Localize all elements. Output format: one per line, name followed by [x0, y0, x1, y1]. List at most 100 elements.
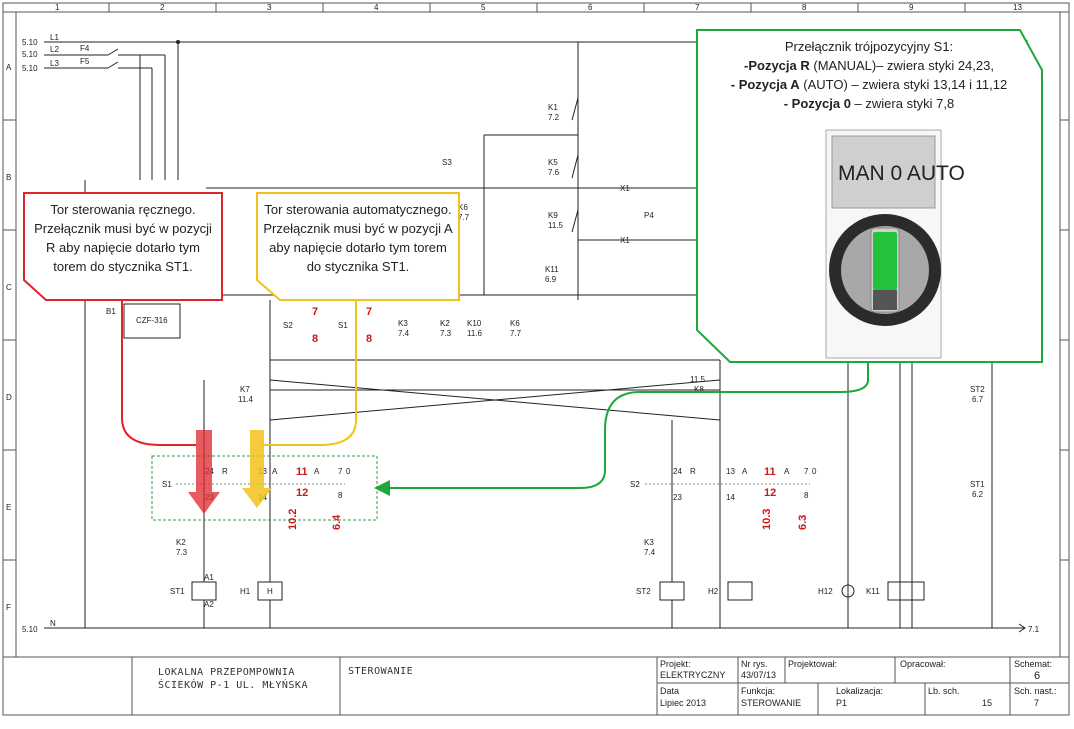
svg-text:L1: L1 — [50, 33, 59, 42]
auto-callout-box — [256, 192, 460, 301]
svg-text:0: 0 — [812, 467, 817, 476]
info-callout-text: Przełącznik trójpozycyjny S1: -Pozycja R… — [708, 37, 1030, 113]
svg-text:A: A — [742, 467, 748, 476]
svg-text:12: 12 — [764, 487, 776, 499]
svg-text:7: 7 — [804, 467, 809, 476]
col-9: 9 — [909, 3, 914, 12]
svg-text:11.6: 11.6 — [467, 329, 483, 338]
svg-text:K10: K10 — [467, 319, 482, 328]
row-b: B — [6, 173, 11, 182]
svg-text:11.5: 11.5 — [548, 221, 564, 230]
nast-value: 7 — [1034, 698, 1040, 708]
svg-text:S3: S3 — [442, 158, 452, 167]
svg-text:7: 7 — [312, 306, 318, 318]
svg-text:H2: H2 — [708, 587, 719, 596]
svg-text:7: 7 — [366, 306, 372, 318]
info-pointer-line — [374, 362, 869, 496]
svg-text:K1: K1 — [548, 103, 558, 112]
col-13: 13 — [1013, 3, 1022, 12]
funkcja-label: Funkcja: — [741, 686, 776, 696]
projekt-label: Projekt: — [660, 659, 691, 669]
svg-text:7: 7 — [338, 467, 343, 476]
lokalizacja-label: Lokalizacja: — [836, 686, 884, 696]
svg-text:S1: S1 — [338, 321, 348, 330]
svg-text:7.4: 7.4 — [398, 329, 410, 338]
projektowal-label: Projektował: — [788, 659, 838, 669]
svg-text:11.5: 11.5 — [690, 375, 706, 384]
svg-text:0: 0 — [346, 467, 351, 476]
svg-text:7.7: 7.7 — [458, 213, 470, 222]
svg-text:6.9: 6.9 — [545, 275, 557, 284]
svg-text:R: R — [222, 467, 228, 476]
svg-text:A1: A1 — [204, 573, 214, 582]
svg-text:5.10: 5.10 — [22, 64, 38, 73]
row-c: C — [6, 283, 12, 292]
title-block-grid — [3, 656, 1070, 715]
col-7: 7 — [695, 3, 700, 12]
col-4: 4 — [374, 3, 379, 12]
svg-text:N: N — [50, 619, 56, 628]
lokalizacja-value: P1 — [836, 698, 848, 708]
svg-text:23: 23 — [673, 493, 682, 502]
svg-text:A: A — [272, 467, 278, 476]
svg-text:H1: H1 — [240, 587, 251, 596]
svg-text:A: A — [314, 467, 320, 476]
svg-text:7.6: 7.6 — [548, 168, 560, 177]
svg-text:7.7: 7.7 — [510, 329, 522, 338]
col-8: 8 — [802, 3, 807, 12]
manual-callout-box — [23, 192, 223, 301]
svg-text:10.3: 10.3 — [761, 509, 773, 530]
svg-text:L3: L3 — [50, 59, 59, 68]
station-name: LOKALNA PRZEPOMPOWNIA ŚCIEKÓW P-1 UL. MŁ… — [158, 667, 308, 691]
svg-text:R: R — [690, 467, 696, 476]
svg-text:13: 13 — [726, 467, 735, 476]
svg-text:S1: S1 — [162, 480, 172, 489]
row-d: D — [6, 393, 12, 402]
opracowal-label: Opracował: — [900, 659, 946, 669]
svg-text:7.3: 7.3 — [440, 329, 452, 338]
manual-path-arrow — [188, 430, 220, 514]
svg-text:K6: K6 — [510, 319, 520, 328]
col-5: 5 — [481, 3, 486, 12]
svg-text:K9: K9 — [548, 211, 558, 220]
data-label: Data — [660, 686, 680, 696]
svg-text:K8: K8 — [694, 385, 704, 394]
svg-text:11.4: 11.4 — [238, 395, 254, 404]
svg-text:CZF-316: CZF-316 — [136, 316, 168, 325]
nast-label: Sch. nast.: — [1014, 686, 1057, 696]
row-e: E — [6, 503, 11, 512]
svg-text:8: 8 — [312, 333, 318, 345]
svg-text:K2: K2 — [440, 319, 450, 328]
svg-text:ST1: ST1 — [170, 587, 185, 596]
svg-text:7.4: 7.4 — [644, 548, 656, 557]
svg-text:S2: S2 — [630, 480, 640, 489]
col-2: 2 — [160, 3, 165, 12]
svg-text:11: 11 — [296, 466, 308, 478]
svg-text:K3: K3 — [398, 319, 408, 328]
svg-text:A2: A2 — [204, 600, 214, 609]
svg-text:A: A — [784, 467, 790, 476]
schemat-label: Schemat: — [1014, 659, 1053, 669]
svg-text:6.2: 6.2 — [972, 490, 984, 499]
sheet-function: STEROWANIE — [348, 666, 414, 677]
svg-text:6.7: 6.7 — [972, 395, 984, 404]
schemat-value: 6 — [1034, 670, 1041, 682]
selector-label: MAN 0 AUTO — [838, 162, 965, 185]
col-6: 6 — [588, 3, 593, 12]
svg-text:5.10: 5.10 — [22, 50, 38, 59]
selector-switch-panel: MAN 0 AUTO — [825, 129, 965, 359]
auto-path-arrow — [242, 430, 272, 508]
svg-text:S2: S2 — [283, 321, 293, 330]
funkcja-value: STEROWANIE — [741, 698, 802, 708]
manual-path-line — [121, 300, 196, 446]
svg-text:H12: H12 — [818, 587, 833, 596]
lb-value: 15 — [982, 698, 993, 708]
svg-text:K6: K6 — [458, 203, 468, 212]
svg-text:ST2: ST2 — [636, 587, 651, 596]
svg-text:8: 8 — [804, 491, 809, 500]
svg-text:K7: K7 — [240, 385, 250, 394]
